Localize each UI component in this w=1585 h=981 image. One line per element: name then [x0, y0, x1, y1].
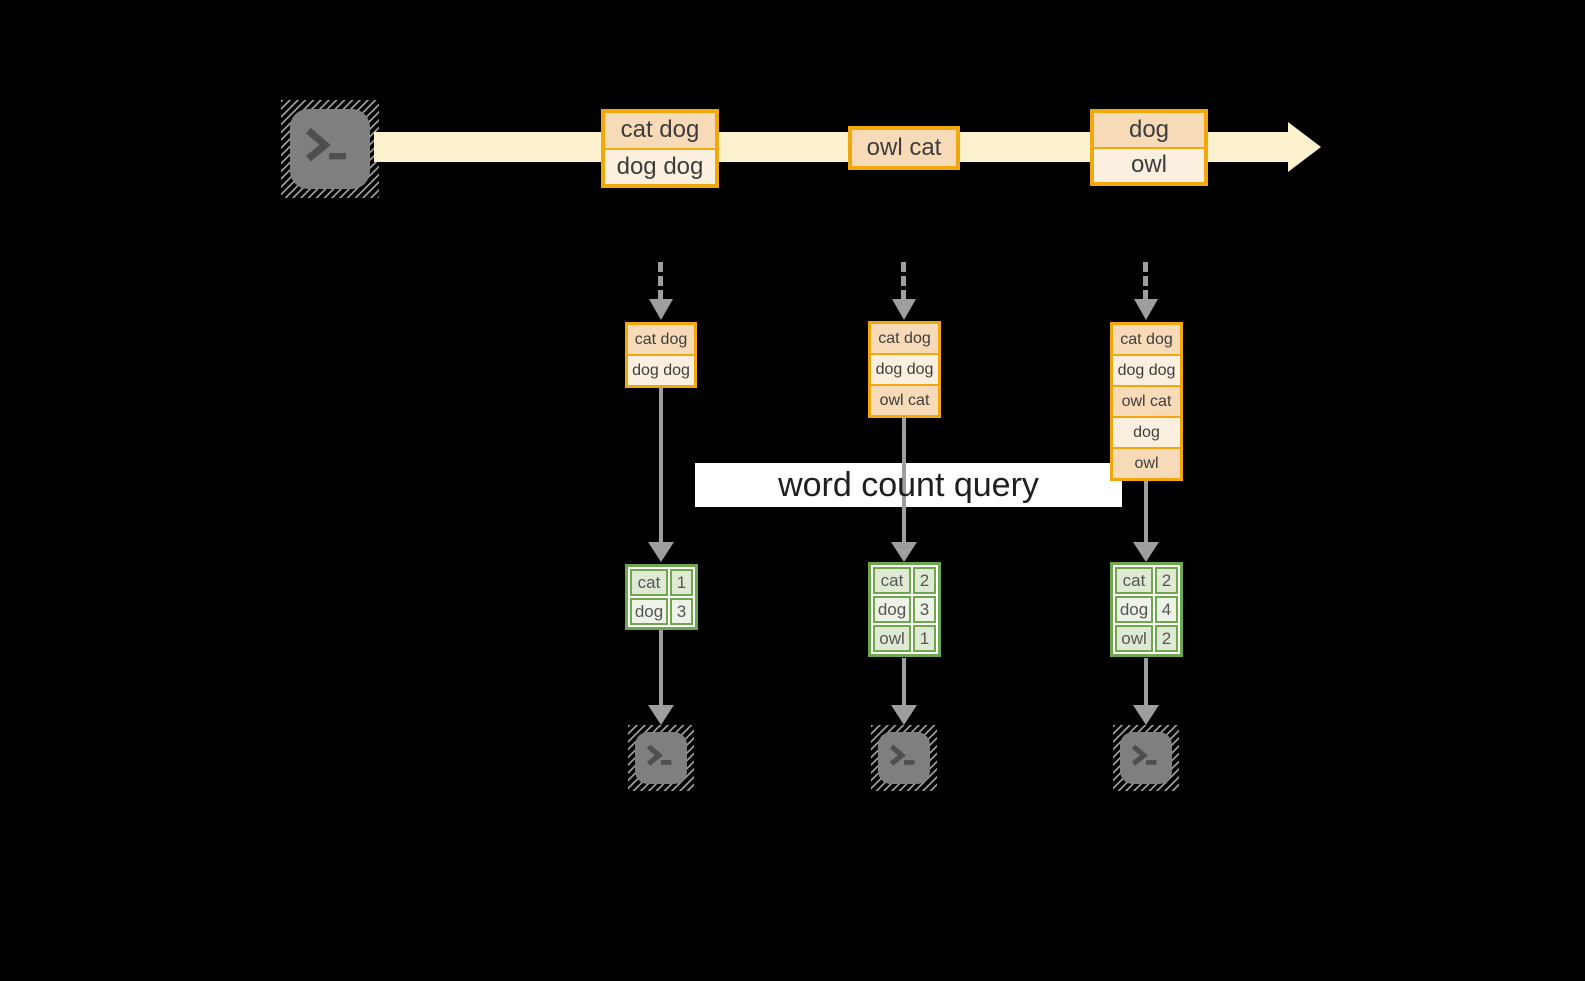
dashed-arrow-line	[1143, 262, 1148, 300]
arrowhead-icon	[891, 542, 917, 562]
batch-line: owl cat	[852, 130, 956, 166]
batch-line: cat dog	[605, 113, 715, 148]
word-count-table-3: cat 2 dog 4 owl 2	[1110, 562, 1183, 657]
input-line: cat dog	[871, 324, 938, 353]
word-cell: dog	[630, 598, 668, 625]
input-line: dog dog	[871, 353, 938, 384]
stream-batch-2: owl cat	[848, 126, 960, 170]
arrowhead-icon	[648, 542, 674, 562]
count-cell: 2	[913, 567, 936, 594]
count-cell: 1	[670, 569, 693, 596]
dashed-arrowhead-icon	[892, 299, 916, 320]
terminal-icon	[871, 725, 937, 791]
terminal-icon	[628, 725, 694, 791]
word-cell: dog	[873, 596, 911, 623]
terminal-icon-body	[635, 732, 687, 784]
input-line: owl	[1113, 447, 1180, 478]
query-label-band	[695, 463, 1122, 507]
prompt-glyph-icon	[646, 744, 672, 766]
prompt-glyph-icon	[1131, 744, 1157, 766]
word-cell: cat	[873, 567, 911, 594]
input-snapshot-1: cat dog dog dog	[625, 322, 697, 388]
word-cell: cat	[1115, 567, 1153, 594]
arrow-line	[659, 388, 663, 542]
count-cell: 2	[1155, 625, 1178, 652]
terminal-icon-body	[878, 732, 930, 784]
count-cell: 3	[670, 598, 693, 625]
input-line: owl cat	[1113, 385, 1180, 416]
terminal-icon-body	[1120, 732, 1172, 784]
batch-line: dog dog	[605, 147, 715, 184]
batch-line: dog	[1094, 113, 1204, 147]
count-cell: 1	[913, 625, 936, 652]
query-label: word count query	[778, 466, 1039, 504]
input-snapshot-2: cat dog dog dog owl cat	[868, 321, 941, 418]
dashed-arrowhead-icon	[649, 299, 673, 320]
dashed-arrowhead-icon	[1134, 299, 1158, 320]
arrow-line	[902, 658, 906, 705]
input-line: dog	[1113, 416, 1180, 447]
word-count-table-1: cat 1 dog 3	[625, 564, 698, 630]
word-cell: dog	[1115, 596, 1153, 623]
stream-arrowhead-icon	[1288, 122, 1321, 172]
prompt-glyph-icon	[889, 744, 915, 766]
input-line: dog dog	[1113, 354, 1180, 385]
arrow-line	[1144, 481, 1148, 542]
input-snapshot-3: cat dog dog dog owl cat dog owl	[1110, 322, 1183, 481]
arrow-line	[902, 415, 906, 542]
arrowhead-icon	[1133, 542, 1159, 562]
prompt-glyph-icon	[306, 127, 346, 162]
arrow-line	[659, 630, 663, 705]
count-cell: 2	[1155, 567, 1178, 594]
count-cell: 3	[913, 596, 936, 623]
dashed-arrow-line	[901, 262, 906, 300]
stream-batch-3: dog owl	[1090, 109, 1208, 186]
terminal-icon-body	[290, 109, 370, 189]
dashed-arrow-line	[658, 262, 663, 300]
input-line: owl cat	[871, 384, 938, 415]
word-cell: owl	[1115, 625, 1153, 652]
arrow-line	[1144, 658, 1148, 705]
terminal-icon	[1113, 725, 1179, 791]
input-line: cat dog	[628, 325, 694, 354]
arrowhead-icon	[648, 705, 674, 725]
batch-line: owl	[1094, 146, 1204, 182]
input-line: dog dog	[628, 354, 694, 385]
terminal-icon	[281, 100, 379, 198]
arrowhead-icon	[891, 705, 917, 725]
count-cell: 4	[1155, 596, 1178, 623]
word-cell: owl	[873, 625, 911, 652]
stream-batch-1: cat dog dog dog	[601, 109, 719, 188]
word-cell: cat	[630, 569, 668, 596]
word-count-table-2: cat 2 dog 3 owl 1	[868, 562, 941, 657]
arrowhead-icon	[1133, 705, 1159, 725]
input-line: cat dog	[1113, 325, 1180, 354]
